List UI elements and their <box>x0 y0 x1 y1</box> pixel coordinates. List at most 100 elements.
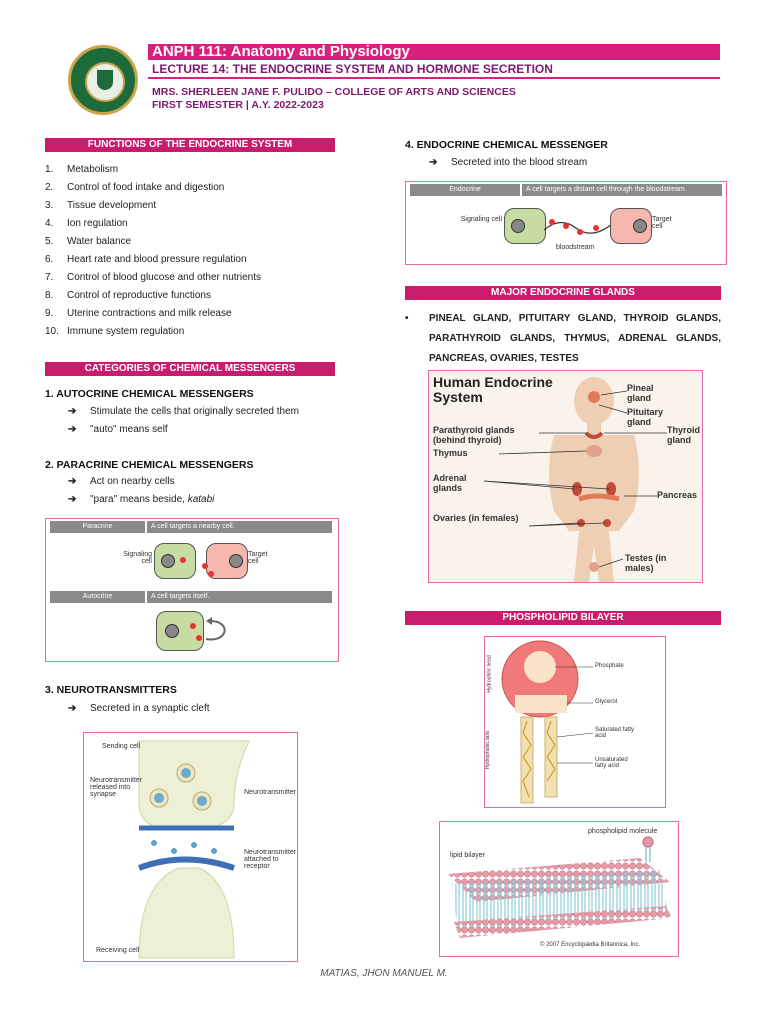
autocrine-cell <box>156 611 204 651</box>
semester-line: FIRST SEMESTER | A.Y. 2022-2023 <box>152 99 324 111</box>
thyroid-label: Thyroid gland <box>667 425 700 445</box>
endocrine-signaling-label: Signaling cell <box>460 216 502 223</box>
endocrine-figure: Endocrine A cell targets a distant cell … <box>405 181 727 265</box>
function-item: 4. Ion regulation <box>45 218 335 232</box>
autocrine-desc: A cell targets itself. <box>147 591 332 603</box>
function-item-text: Heart rate and blood pressure regulation <box>67 254 247 265</box>
function-item-text: Water balance <box>67 236 132 247</box>
function-item: 3. Tissue development <box>45 200 335 214</box>
signaling-cell-label: Signaling cell <box>123 551 152 565</box>
glands-section-title: MAJOR ENDOCRINE GLANDS <box>405 286 721 300</box>
hydrophobic-tails-label: Hydrophobic tails <box>485 730 492 770</box>
paracrine-tag: Paracrine <box>50 521 145 533</box>
function-item-number: 7. <box>45 272 54 283</box>
function-item: 9.Uterine contractions and milk release <box>45 308 335 322</box>
thymus-label: Thymus <box>433 448 468 458</box>
endocrine-signaling-cell <box>504 208 546 244</box>
testes-label: Testes (in males) <box>625 553 667 573</box>
function-item-number: 3. <box>45 200 54 211</box>
synapse-illustration <box>137 740 250 959</box>
function-item: 10. Immune system regulation <box>45 326 335 340</box>
function-item-text: Control of reproductive functions <box>67 290 211 301</box>
function-item: 2. Control of food intake and digestion <box>45 182 335 196</box>
messenger-dot <box>190 623 196 629</box>
function-item-text: Uterine contractions and milk release <box>67 308 232 319</box>
receiving-cell-label: Receiving cell <box>96 947 140 954</box>
function-item-text: Control of food intake and digestion <box>67 182 225 193</box>
function-item: 7. Control of blood glucose and other nut… <box>45 272 335 286</box>
saturated-label: Saturated fatty acid <box>595 727 635 739</box>
pituitary-label: Pituitary gland <box>627 407 664 427</box>
glands-text: PINEAL GLAND, PITUITARY GLAND, THYROID G… <box>429 313 721 364</box>
function-item-text: Control of blood glucose and other nutri… <box>67 272 262 283</box>
lipid-bilayer-label: lipid bilayer <box>450 852 486 859</box>
messenger-dot <box>180 557 186 563</box>
neurotransmitters-bullet-1: ➔Secreted in a synaptic cleft <box>68 703 210 714</box>
autocrine-tag: Autocrine <box>50 591 145 603</box>
neurotransmitter-label: Neurotransmitter <box>244 789 297 796</box>
function-item-number: 1. <box>45 164 54 175</box>
function-item-text: Immune system regulation <box>67 326 185 337</box>
endocrine-system-figure: Human Endocrine System Pineal gland Pitu… <box>428 370 703 583</box>
pancreas-label: Pancreas <box>657 490 698 500</box>
function-item-number: 8. <box>45 290 54 301</box>
britannica-copyright: © 2007 Encyclopædia Britannica, Inc. <box>540 942 641 948</box>
paracrine-autocrine-figure: Paracrine A cell targets a nearby cell. … <box>45 518 339 662</box>
paracrine-bullet-1: ➔Act on nearby cells <box>68 476 175 487</box>
function-item-number: 2. <box>45 182 54 193</box>
paracrine-bullet-2: ➔"para" means beside, katabi <box>68 494 215 505</box>
header-divider <box>148 77 720 79</box>
neurotransmitters-heading: 3. NEUROTRANSMITTERS <box>45 684 177 696</box>
phosphate-label: Phosphate <box>595 663 624 669</box>
autocrine-bullet-1: ➔Stimulate the cells that originally sec… <box>68 406 299 417</box>
paracrine-desc: A cell targets a nearby cell. <box>147 521 332 533</box>
function-item-text: Metabolism <box>67 164 119 175</box>
course-title: ANPH 111: Anatomy and Physiology <box>152 43 410 60</box>
instructor-line: MRS. SHERLEEN JANE F. PULIDO – COLLEGE O… <box>152 86 516 98</box>
lecture-title: LECTURE 14: THE ENDOCRINE SYSTEM AND HOR… <box>152 62 553 76</box>
function-item-number: 4. <box>45 218 54 229</box>
released-label: Neurotransmitter released into synapse <box>90 777 143 798</box>
bilayer-section-title: PHOSPHOLIPID BILAYER <box>405 611 721 625</box>
hydrophilic-head-label: Hydrophilic head <box>486 655 493 693</box>
footer-author: MATIAS, JHON MANUEL M. <box>320 968 448 979</box>
endocrine-target-label: Target cell <box>652 216 672 230</box>
lipid-bilayer-figure: phospholipid molecule lipid bilayer © 20… <box>439 821 679 957</box>
signaling-cell <box>154 543 196 579</box>
function-item-text: Ion regulation <box>67 218 128 229</box>
endocrine-target-cell <box>610 208 652 244</box>
school-logo <box>68 45 138 115</box>
phospholipid-molecule-figure: Phosphate Glycerol Saturated fatty acid … <box>484 636 666 808</box>
endocrine-figure-title: Human Endocrine System <box>433 374 553 405</box>
ovaries-label: Ovaries (in females) <box>433 513 519 523</box>
endocrine-heading: 4. ENDOCRINE CHEMICAL MESSENGER <box>405 139 608 151</box>
parathyroid-label: Parathyroid glands (behind thyroid) <box>433 425 515 445</box>
course-title-bar <box>148 44 720 60</box>
bilayer-illustration <box>448 836 672 938</box>
function-item-text: Tissue development <box>67 200 157 211</box>
phospholipid-molecule-label: phospholipid molecule <box>588 828 658 835</box>
autocrine-bullet-2: ➔"auto" means self <box>68 424 168 435</box>
adrenal-label: Adrenal glands <box>433 473 467 493</box>
sending-cell-label: Sending cell <box>102 743 141 750</box>
functions-list: 1. Metabolism 2. Control of food intake and… <box>45 164 335 344</box>
function-item: 1. Metabolism <box>45 164 335 178</box>
function-item: 6.Heart rate and blood pressure regulati… <box>45 254 335 268</box>
synapse-figure: Sending cell Neurotransmitter released i… <box>83 732 298 962</box>
endocrine-bullet-1: ➔Secreted into the blood stream <box>429 157 588 168</box>
messenger-dot <box>208 571 214 577</box>
function-item-number: 10. <box>45 326 59 337</box>
bloodstream-label: bloodstream <box>556 244 595 251</box>
target-cell-label: Target cell <box>248 551 268 565</box>
unsaturated-label: Unsaturated fatty acid <box>595 757 628 769</box>
function-item: 8. Control of reproductive functions <box>45 290 335 304</box>
function-item-number: 5. <box>45 236 54 247</box>
paracrine-heading: 2. PARACRINE CHEMICAL MESSENGERS <box>45 459 254 471</box>
bloodstream-path <box>543 219 613 235</box>
messenger-dot <box>202 563 208 569</box>
messenger-dot <box>196 635 202 641</box>
endocrine-tag: Endocrine <box>410 184 520 196</box>
endocrine-desc: A cell targets a distant cell through th… <box>522 184 722 196</box>
functions-section-title: FUNCTIONS OF THE ENDOCRINE SYSTEM <box>45 138 335 152</box>
attached-label: Neurotransmitter attached to receptor <box>244 849 297 870</box>
